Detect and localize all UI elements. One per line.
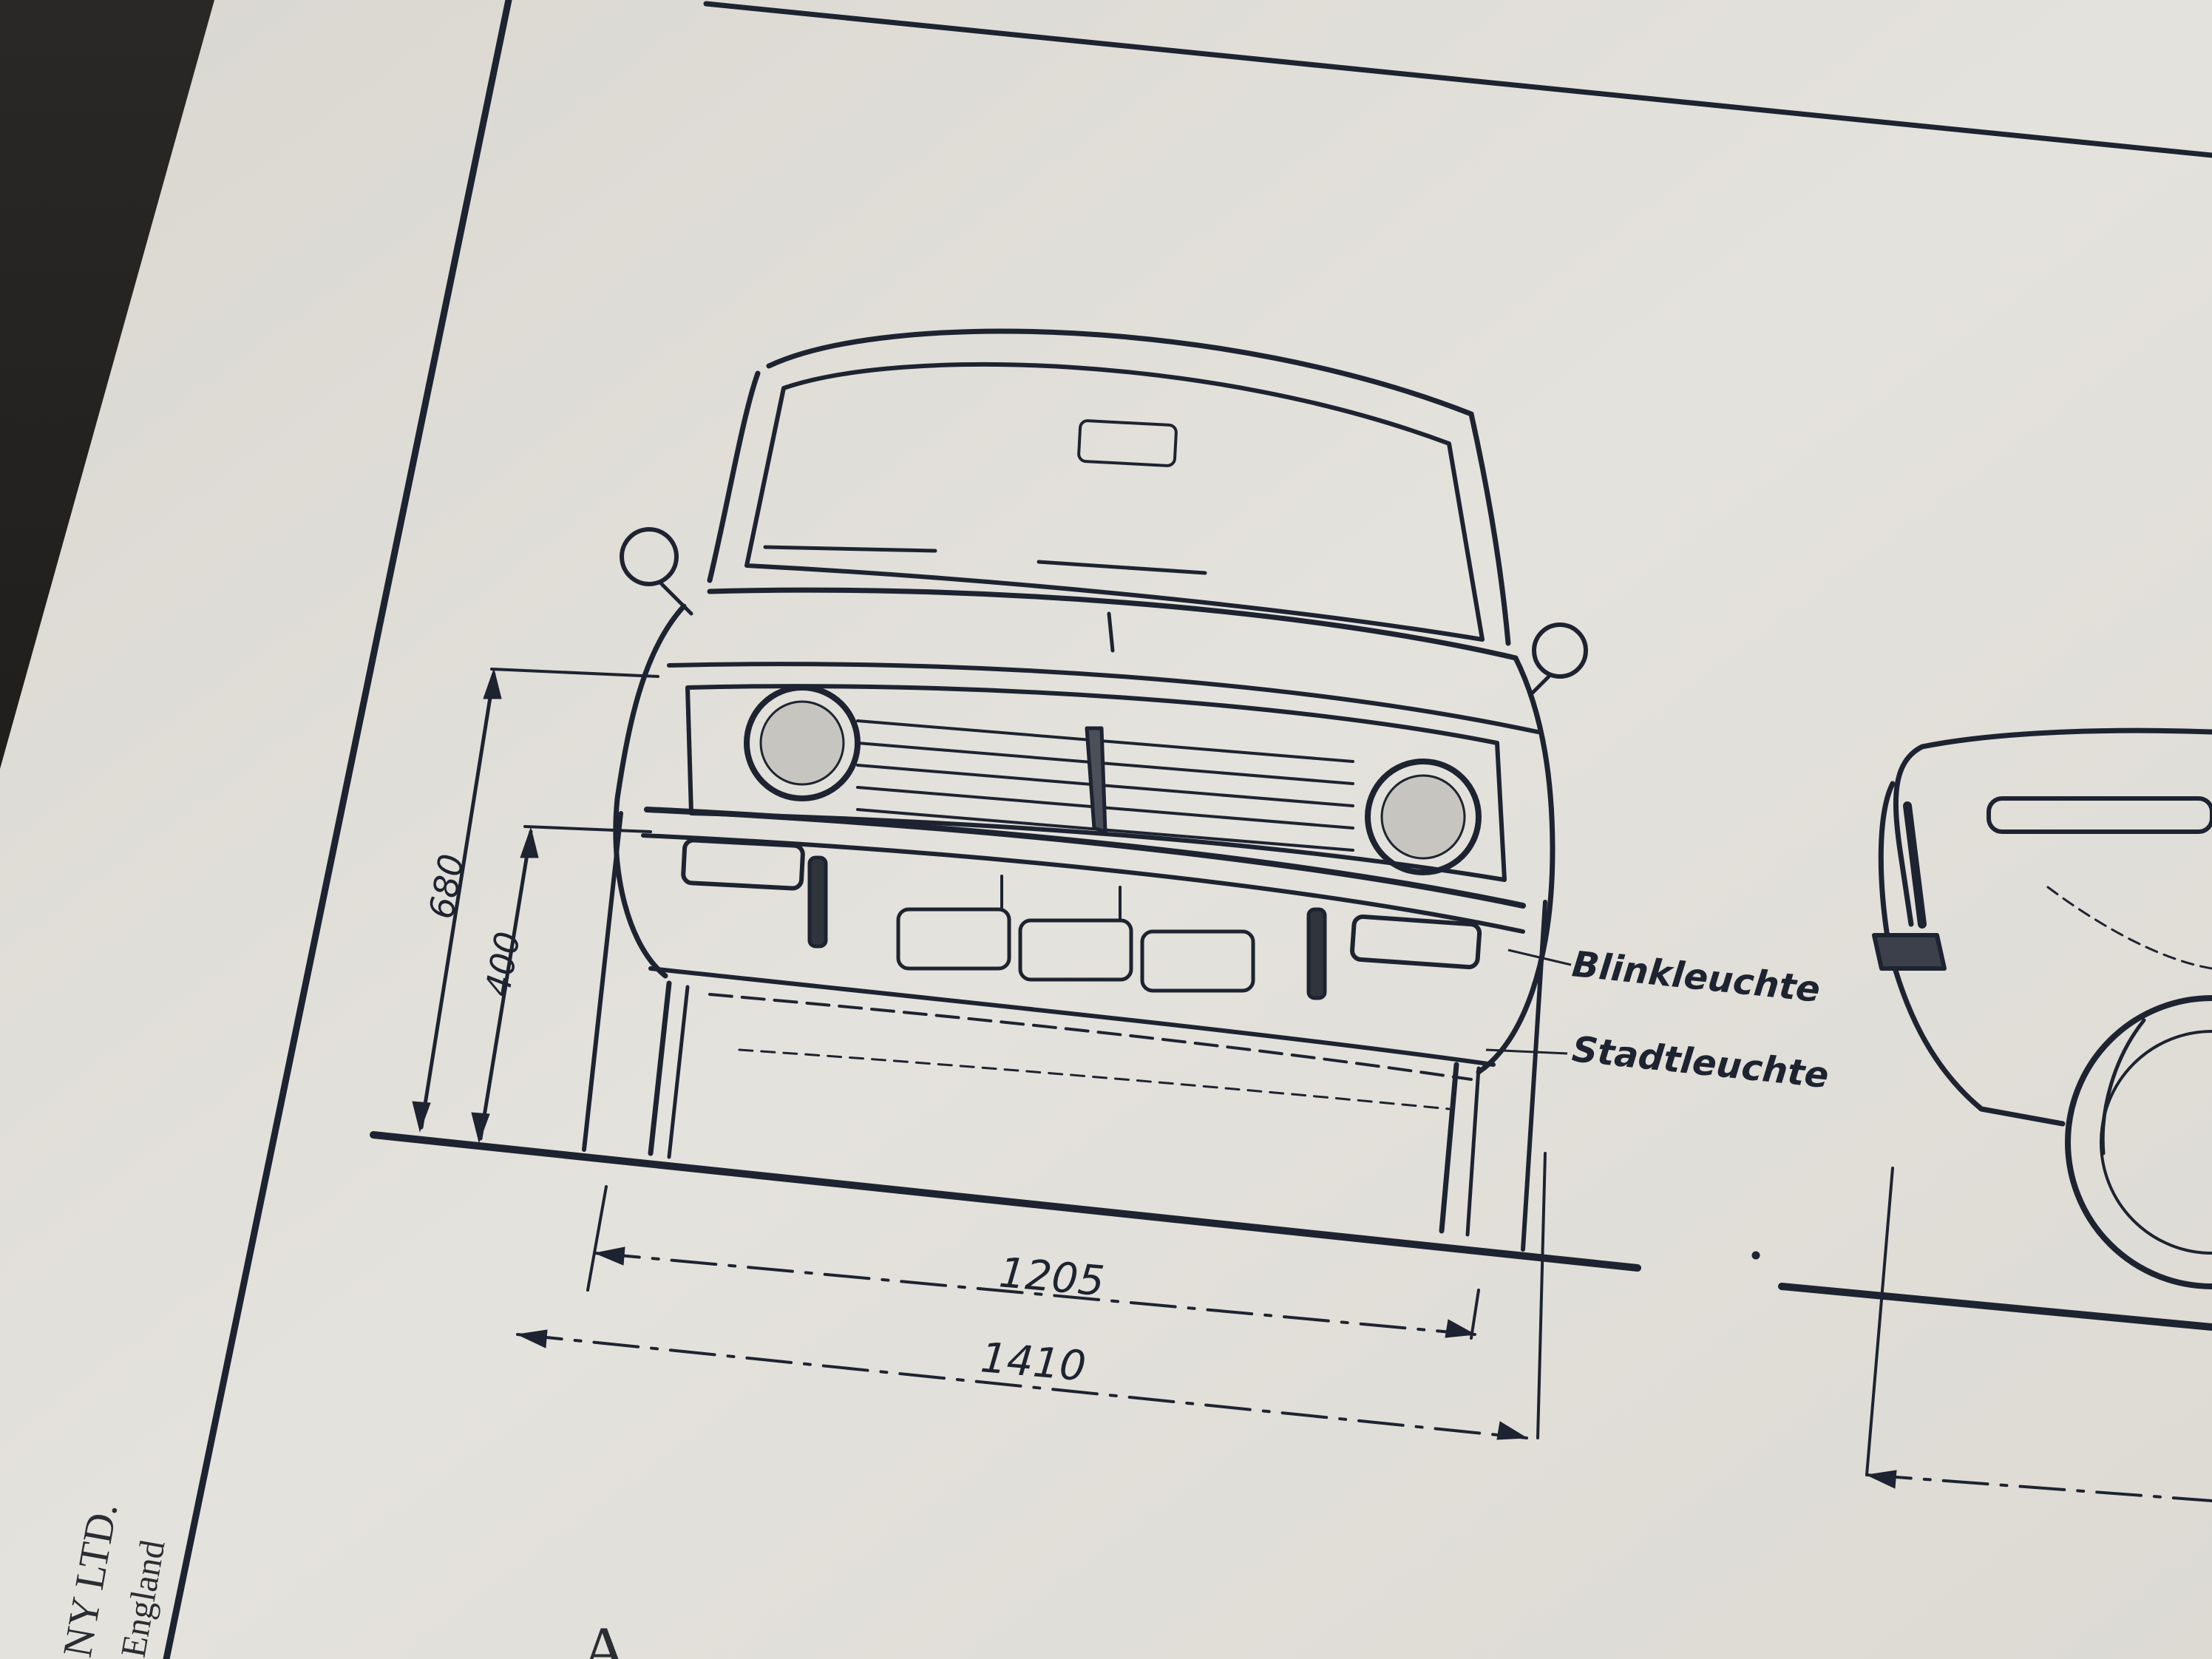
ground-line [370, 1131, 2212, 1331]
callout-leaders [1485, 949, 1572, 1055]
dimension-overall-width: 1410 [979, 1334, 1088, 1391]
caption-fragment: A [580, 1614, 628, 1659]
car-front-view [582, 328, 1588, 1252]
drawing-border [163, 0, 2212, 1659]
dimension-lines [412, 668, 2212, 1502]
car-side-view [1872, 727, 2212, 1289]
dimension-track-width: 1205 [997, 1249, 1107, 1306]
